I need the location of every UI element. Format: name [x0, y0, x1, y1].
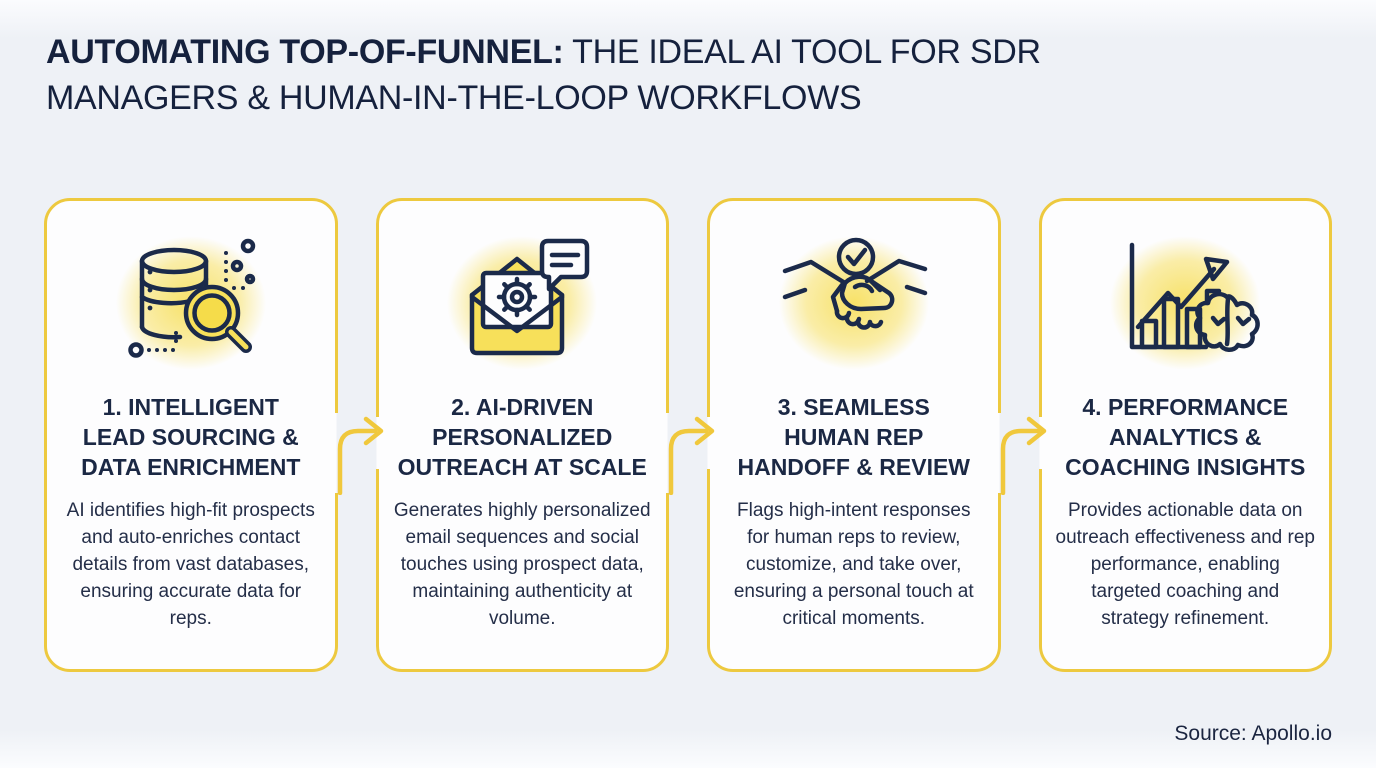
- handshake-check-icon: [782, 237, 927, 330]
- card-heading: 1. INTELLIGENT LEAD SOURCING & DATA ENRI…: [81, 394, 301, 480]
- card-performance-analytics: 4. PERFORMANCE ANALYTICS & COACHING INSI…: [1038, 198, 1332, 672]
- border-gap: [372, 417, 380, 469]
- card-personalized-outreach: 2. AI-DRIVEN PERSONALIZED OUTREACH AT SC…: [375, 198, 669, 672]
- card-heading: 2. AI-DRIVEN PERSONALIZED OUTREACH AT SC…: [397, 394, 647, 480]
- flow-arrow-icon: [337, 416, 384, 495]
- card-body: Flags high-intent responses for human re…: [733, 499, 974, 629]
- card-human-handoff: 3. SEAMLESS HUMAN REP HANDOFF & REVIEW F…: [707, 198, 1001, 672]
- card-icon-area: [724, 214, 984, 392]
- border-gap: [996, 413, 1004, 493]
- border-gap: [333, 413, 341, 493]
- source-label: Source: Apollo.io: [1174, 722, 1332, 745]
- card-lead-sourcing: 1. INTELLIGENT LEAD SOURCING & DATA ENRI…: [44, 198, 338, 672]
- page-title-regular: THE IDEAL AI TOOL FOR SDR MANAGERS & HUM…: [46, 33, 1041, 117]
- page-title-bold: AUTOMATING TOP-OF-FUNNEL:: [46, 33, 564, 71]
- card-heading: 3. SEAMLESS HUMAN REP HANDOFF & REVIEW: [737, 394, 971, 480]
- card-icon-area: [1056, 214, 1316, 392]
- database-search-icon: [128, 238, 255, 358]
- card-body: Provides actionable data on outreach eff…: [1055, 499, 1316, 629]
- card-icon-area: [61, 214, 321, 392]
- card-body: AI identifies high-fit prospects and aut…: [66, 499, 315, 629]
- border-gap: [1035, 417, 1043, 469]
- card-icon-area: [393, 214, 653, 392]
- email-gear-chat-icon: [470, 238, 590, 356]
- icon-glow: [753, 214, 954, 392]
- card-body: Generates highly personalized email sequ…: [393, 499, 651, 629]
- card-heading: 4. PERFORMANCE ANALYTICS & COACHING INSI…: [1065, 394, 1306, 480]
- growth-chart-brain-icon: [1130, 242, 1261, 352]
- page-title: AUTOMATING TOP-OF-FUNNEL: THE IDEAL AI T…: [46, 30, 1186, 121]
- border-gap: [703, 417, 711, 469]
- steps-row: 1. INTELLIGENT LEAD SOURCING & DATA ENRI…: [44, 198, 1332, 672]
- border-gap: [664, 413, 672, 493]
- flow-arrow-icon: [668, 416, 715, 495]
- flow-arrow-icon: [1000, 416, 1047, 495]
